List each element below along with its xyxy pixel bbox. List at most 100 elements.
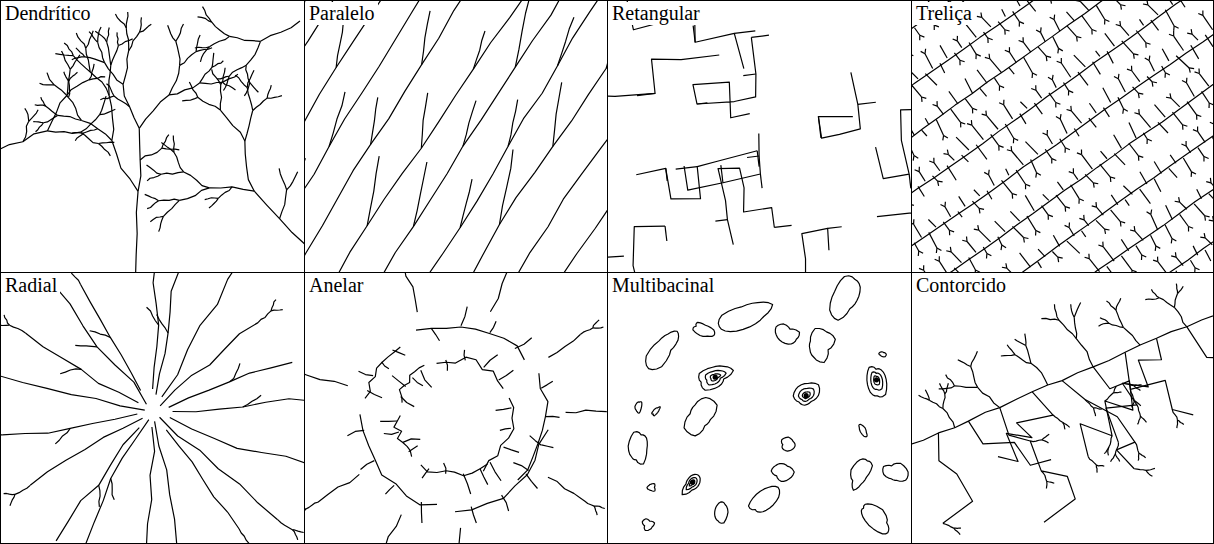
stream-line [174,152,184,172]
stream-line [422,469,429,479]
stream-line [1012,194,1014,199]
stream-line [394,416,412,457]
stream-line [693,37,756,117]
stream-line [988,170,990,175]
stream-line [305,1,404,272]
drainage-illustration [305,273,607,543]
stream-line [305,509,306,517]
stream-line [147,165,162,174]
stream-line [940,45,947,58]
stream-line [914,156,918,159]
stream-line [982,17,991,27]
stream-line [1151,235,1156,246]
stream-line [984,32,988,38]
stream-line [129,32,140,51]
stream-line [979,145,1213,272]
stream-line [947,150,949,155]
stream-line [380,420,397,421]
stream-line [1204,216,1206,221]
stream-line [123,51,129,85]
stream-line [918,186,924,196]
stream-line [15,485,30,494]
stream-line [1104,19,1105,24]
stream-line [1035,173,1037,178]
stream-line [940,63,945,73]
stream-line [1123,327,1140,345]
stream-line [1105,33,1115,46]
stream-line [160,323,258,406]
stream-line [1064,148,1065,153]
stream-line [959,196,965,206]
stream-line [200,47,209,62]
stream-line [972,108,977,110]
stream-line [1202,91,1210,103]
stream-line [140,148,162,160]
stream-line [933,105,938,107]
stream-line [1197,189,1202,199]
stream-line [1019,22,1020,27]
stream-line [306,502,318,509]
stream-line [546,416,560,417]
stream-line [1147,212,1151,215]
stream-line [986,254,988,259]
pattern-title: Retangular [611,2,703,25]
stream-line [1073,173,1077,179]
stream-line [267,96,282,99]
stream-line [1027,216,1036,231]
stream-line [1009,47,1010,52]
stream-line [1048,215,1049,220]
stream-line [1147,76,1152,81]
stream-line [1127,69,1132,71]
stream-line [943,523,954,528]
stream-line [1085,174,1093,182]
stream-line [1056,195,1065,206]
stream-line [223,76,229,90]
stream-line [490,321,496,332]
stream-line [977,70,987,83]
stream-line [1165,10,1174,26]
stream-line [169,65,180,95]
stream-line [184,172,210,188]
stream-line [1013,11,1020,21]
stream-line [1009,68,1014,74]
stream-line [874,376,880,385]
stream-line [1209,194,1213,200]
stream-line [1076,339,1093,367]
stream-line [1148,5,1158,15]
stream-line [581,328,593,334]
stream-line [361,461,375,470]
stream-line [1205,238,1212,245]
stream-line [250,83,259,93]
stream-line [1175,252,1177,257]
stream-line [1052,75,1054,80]
stream-line [947,166,956,181]
stream-line [155,421,182,543]
stream-line [473,31,485,69]
stream-line [936,248,938,253]
stream-line [693,322,715,336]
stream-line [115,14,126,28]
stream-line [859,424,867,436]
stream-line [160,417,278,519]
stream-line [80,132,98,143]
stream-line [1074,317,1076,339]
stream-line [444,463,446,474]
stream-line [1172,239,1176,241]
stream-line [118,39,132,46]
stream-line [159,199,180,201]
stream-line [1192,34,1198,40]
stream-line [166,430,239,529]
stream-line [425,1,607,272]
stream-line [925,390,929,400]
stream-line [1191,172,1193,177]
stream-line [246,41,260,65]
stream-line [966,237,968,242]
stream-line [1151,20,1159,30]
stream-line [1174,307,1187,326]
stream-line [1036,231,1040,233]
stream-line [245,141,254,191]
stream-line [385,485,394,494]
stream-line [1135,442,1139,453]
stream-line [1005,50,1010,52]
stream-line [953,39,958,41]
